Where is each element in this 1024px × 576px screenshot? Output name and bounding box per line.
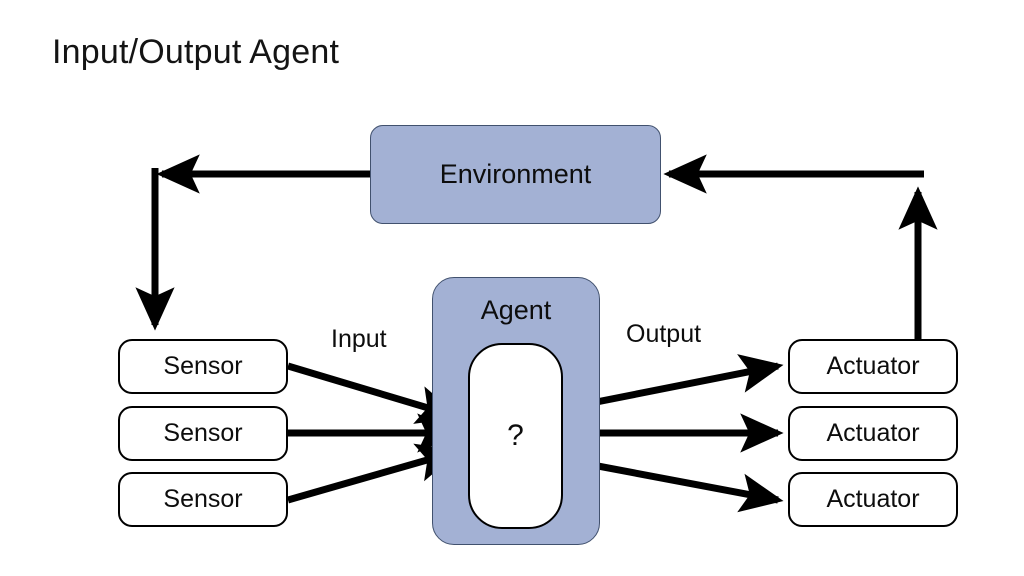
sensor-label: Sensor bbox=[163, 352, 243, 380]
agent-question-mark: ? bbox=[507, 419, 524, 452]
agent-label: Agent bbox=[480, 295, 552, 325]
connector-sensor-2-to-agent bbox=[287, 443, 461, 504]
environment-label: Environment bbox=[439, 159, 592, 189]
environment-node[interactable]: Environment bbox=[370, 125, 661, 224]
actuator-label: Actuator bbox=[826, 485, 920, 513]
output-flow-label: Output bbox=[626, 320, 702, 348]
connector-environment-to-sensor bbox=[135, 154, 370, 331]
sensor-node-2[interactable]: Sensor bbox=[118, 472, 288, 527]
sensor-label: Sensor bbox=[163, 485, 243, 513]
input-flow-label: Input bbox=[331, 325, 387, 353]
actuator-node-0[interactable]: Actuator bbox=[788, 339, 958, 394]
sensor-node-1[interactable]: Sensor bbox=[118, 406, 288, 461]
sensor-label: Sensor bbox=[163, 419, 243, 447]
connector-actuator-to-environment bbox=[663, 154, 938, 339]
actuator-node-2[interactable]: Actuator bbox=[788, 472, 958, 527]
connector-sensor-0-to-agent bbox=[286, 362, 461, 424]
actuator-label: Actuator bbox=[826, 352, 920, 380]
actuator-label: Actuator bbox=[826, 419, 920, 447]
page-title: Input/Output Agent bbox=[52, 33, 340, 71]
sensor-node-0[interactable]: Sensor bbox=[118, 339, 288, 394]
agent-decision-node[interactable]: ? bbox=[468, 343, 563, 529]
actuator-node-1[interactable]: Actuator bbox=[788, 406, 958, 461]
